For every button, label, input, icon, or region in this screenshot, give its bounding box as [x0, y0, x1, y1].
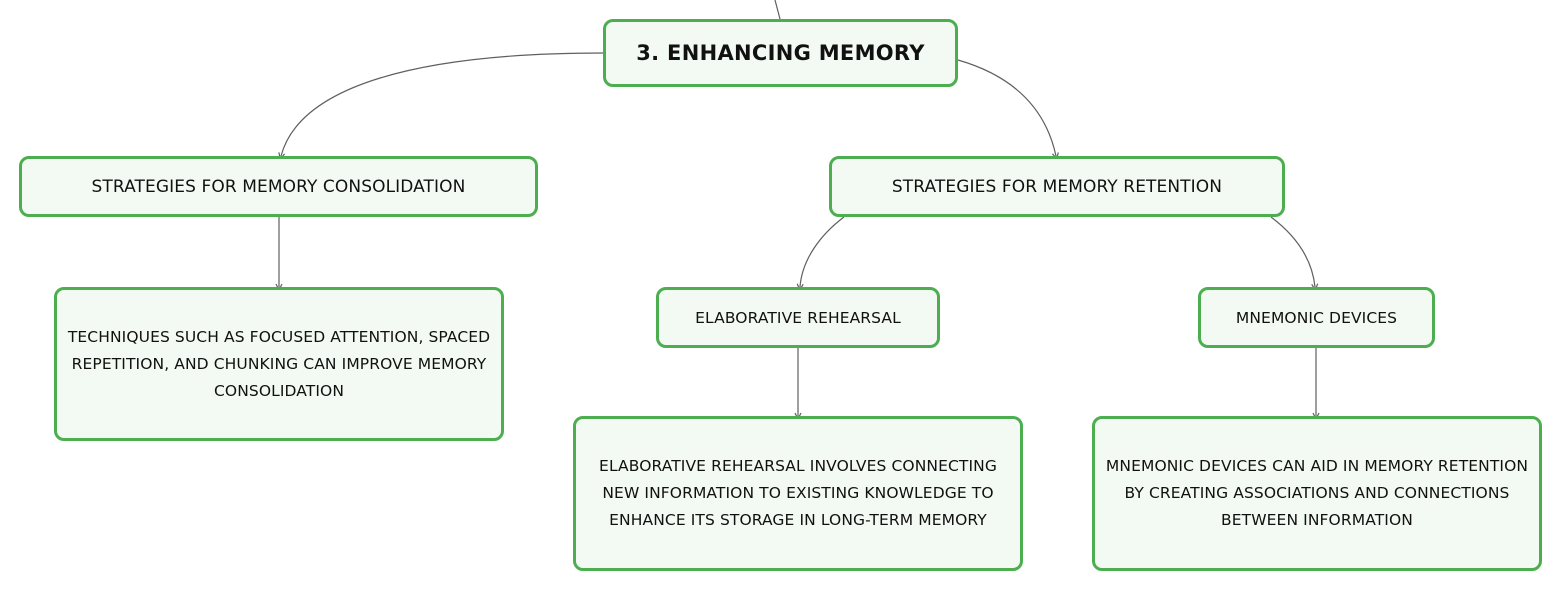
elaborative-rehearsal-label: ELABORATIVE REHEARSAL: [695, 308, 901, 327]
consolidation-detail-node[interactable]: TECHNIQUES SUCH AS FOCUSED ATTENTION, SP…: [54, 287, 504, 441]
elaborative-rehearsal-detail-text: ELABORATIVE REHEARSAL INVOLVES CONNECTIN…: [599, 457, 997, 529]
connector-parent-to-root: [774, 0, 781, 20]
retention-strategies-label: STRATEGIES FOR MEMORY RETENTION: [891, 176, 1223, 197]
mnemonic-devices-label: MNEMONIC DEVICES: [1235, 308, 1398, 327]
connector-retention-to-elaborative: [800, 216, 845, 287]
elaborative-rehearsal-detail-node[interactable]: ELABORATIVE REHEARSAL INVOLVES CONNECTIN…: [573, 416, 1023, 571]
connector-retention-to-mnemonic: [1270, 216, 1315, 287]
root-topic-node[interactable]: 3. ENHANCING MEMORY: [603, 19, 958, 87]
root-topic-label: 3. ENHANCING MEMORY: [636, 41, 925, 65]
mnemonic-devices-node[interactable]: MNEMONIC DEVICES: [1198, 287, 1435, 348]
consolidation-strategies-node[interactable]: STRATEGIES FOR MEMORY CONSOLIDATION: [19, 156, 538, 217]
mnemonic-devices-detail-node[interactable]: MNEMONIC DEVICES CAN AID IN MEMORY RETEN…: [1092, 416, 1542, 571]
consolidation-detail-text: TECHNIQUES SUCH AS FOCUSED ATTENTION, SP…: [67, 327, 491, 400]
connector-root-to-retention: [957, 59, 1056, 156]
retention-strategies-node[interactable]: STRATEGIES FOR MEMORY RETENTION: [829, 156, 1285, 217]
connector-root-to-consolidation: [281, 52, 604, 156]
consolidation-strategies-label: STRATEGIES FOR MEMORY CONSOLIDATION: [91, 176, 466, 197]
elaborative-rehearsal-node[interactable]: ELABORATIVE REHEARSAL: [656, 287, 940, 348]
mnemonic-devices-detail-text: MNEMONIC DEVICES CAN AID IN MEMORY RETEN…: [1105, 457, 1529, 529]
